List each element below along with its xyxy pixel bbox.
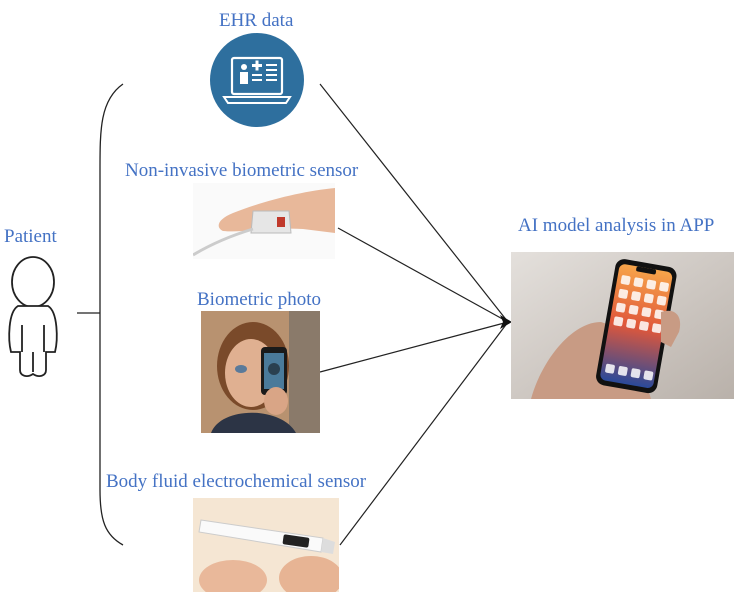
electrochemical-sensor-photo (193, 498, 339, 592)
label-biometric-photo: Biometric photo (197, 289, 322, 310)
arrow-fluid-to-app (339, 321, 509, 546)
biometric-photo-image (201, 311, 320, 433)
label-ehr-data: EHR data (219, 10, 294, 31)
arrow-photo-to-app (319, 321, 509, 373)
label-non-invasive-sensor: Non-invasive biometric sensor (125, 160, 359, 181)
finger-sensor-photo (193, 183, 335, 259)
grouping-brace (99, 83, 124, 546)
laptop-medical-record-icon (210, 33, 304, 127)
label-body-fluid-sensor: Body fluid electrochemical sensor (106, 471, 367, 492)
arrowhead (500, 315, 512, 329)
smartphone-app-photo (511, 252, 734, 399)
label-patient: Patient (4, 226, 57, 247)
arrow-sensor-to-app (337, 227, 509, 323)
label-ai-app: AI model analysis in APP (518, 215, 715, 236)
person-outline-icon (8, 256, 58, 377)
arrow-ehr-to-app (319, 83, 509, 323)
